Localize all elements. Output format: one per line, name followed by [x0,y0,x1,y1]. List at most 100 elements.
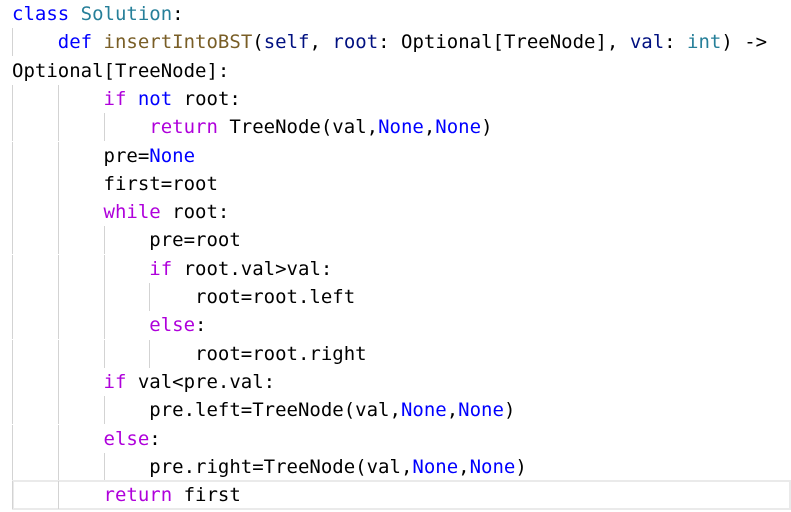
code-line[interactable]: else: [0,424,791,453]
indent-guide [12,113,13,142]
code-text: while root: [12,198,230,226]
token-fn: insertIntoBST [103,31,253,54]
indent-guide [57,113,59,142]
token-plain: pre.right=TreeNode(val, [149,455,413,478]
indent-guide [12,339,13,368]
code-text: def insertIntoBST(self, root: Optional[T… [12,28,767,56]
indent-guide [12,396,13,425]
code-line[interactable]: first=root [0,169,791,198]
token-ctrl: return [149,116,218,139]
token-plain: , [458,455,470,478]
code-text: first=root [12,170,218,198]
token-plain: , [309,31,333,54]
indent-guide [12,169,13,198]
indent-guide [103,339,105,368]
token-plain: , [446,399,459,422]
token-kw: class [12,3,70,25]
indent-guide [57,198,59,227]
code-line[interactable]: else: [0,311,791,340]
code-text: return first [12,481,241,509]
indent-guide [149,339,151,368]
code-line[interactable]: def insertIntoBST(self, root: Optional[T… [0,28,791,57]
token-plain: pre= [103,144,150,167]
token-kw: None [412,455,459,478]
token-plain: : Optional[TreeNode], [378,31,630,54]
indent-guide [12,452,13,481]
code-line[interactable]: if val<pre.val: [0,367,791,396]
token-plain: pre=root [149,229,241,252]
code-text: pre=root [12,226,241,254]
token-kw: None [458,399,504,422]
token-plain [126,88,137,110]
code-line[interactable]: Optional[TreeNode]: [0,57,791,85]
code-text: root=root.left [12,283,355,311]
token-param: self [263,31,310,54]
code-text: root=root.right [12,340,367,368]
code-line[interactable]: if root.val>val: [0,254,791,283]
code-line[interactable]: return TreeNode(val,None,None) [0,113,791,142]
code-line[interactable]: return first [0,480,791,511]
token-plain: root=root.left [195,286,356,308]
indent-guide [57,452,59,481]
code-text: Optional[TreeNode]: [12,57,229,85]
code-line[interactable]: pre.right=TreeNode(val,None,None) [0,452,791,481]
token-plain [69,3,80,25]
token-ctrl: if [149,257,173,280]
token-kw: not [137,87,173,110]
token-plain: : [195,314,207,337]
indent-guide [57,141,59,170]
indent-guide [12,254,13,283]
token-ctrl: else [149,314,196,337]
indent-guide [103,283,105,311]
indent-guide [12,424,13,453]
code-text: return TreeNode(val,None,None) [12,113,493,141]
code-text: else: [12,425,161,453]
token-ctrl: if [103,87,127,110]
current-line-highlight [12,480,791,511]
token-plain: Optional[TreeNode]: [12,59,230,82]
token-kw: None [435,116,482,139]
token-plain: ) [515,455,527,478]
indent-guide [57,254,59,283]
code-text: class Solution: [12,0,184,28]
indent-guide [57,481,59,510]
indent-guide [103,254,105,283]
code-line[interactable]: while root: [0,198,791,227]
indent-guide [103,226,105,255]
code-text: pre.left=TreeNode(val,None,None) [12,396,515,424]
indent-guide [12,84,13,113]
token-plain: ) [481,116,493,139]
token-kw: None [378,116,424,139]
token-plain: val<pre.val: [126,370,276,393]
token-cls: int [687,31,722,54]
code-line[interactable]: if not root: [0,84,791,113]
indent-guide [12,28,13,57]
indent-guide [12,226,13,255]
token-param: val [629,31,665,54]
token-plain: first=root [103,172,218,195]
indent-guide [12,367,13,396]
code-text: pre=None [12,142,196,170]
code-line[interactable]: root=root.left [0,283,791,311]
code-line[interactable]: root=root.right [0,339,791,368]
token-ctrl: else [103,427,150,450]
token-plain: ( [252,31,264,54]
token-plain: root: [160,201,230,224]
token-plain: ) [503,399,516,422]
indent-guide [57,339,59,368]
indent-guide [12,311,13,340]
indent-guide [57,84,59,113]
indent-guide [12,283,13,311]
code-line[interactable]: pre.left=TreeNode(val,None,None) [0,396,791,425]
indent-guide [103,113,105,142]
token-plain: root.val>val: [172,257,333,280]
indent-guide [12,198,13,227]
token-plain: root=root.right [195,342,367,365]
indent-guide [57,367,59,396]
code-line[interactable]: pre=root [0,226,791,255]
code-line[interactable]: pre=None [0,141,791,170]
indent-guide [57,311,59,340]
code-line[interactable]: class Solution: [0,0,791,28]
token-plain: : [664,31,688,54]
